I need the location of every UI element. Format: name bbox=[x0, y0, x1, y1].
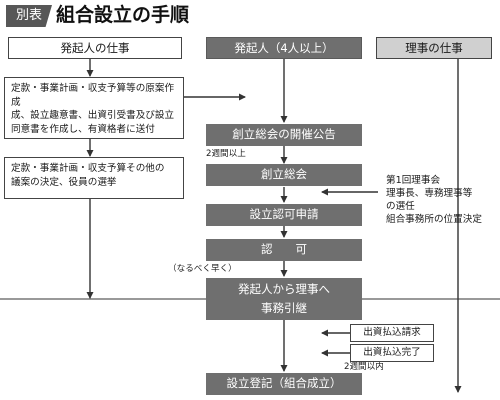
board-note-line-3: の選任 bbox=[386, 201, 415, 212]
box-capital-complete: 出資払込完了 bbox=[350, 344, 434, 362]
step-approval: 認 可 bbox=[206, 239, 362, 261]
board-meeting-note: 第1回理事会 理事長、専務理事等 の選任 組合事務所の位置決定 bbox=[386, 174, 496, 226]
box-capital-request: 出資払込請求 bbox=[350, 324, 434, 342]
left-box-decision-line-2: 議案の決定、役員の選挙 bbox=[11, 176, 117, 188]
step-application: 設立認可申請 bbox=[206, 204, 362, 226]
step-general-meeting: 創立総会 bbox=[206, 164, 362, 186]
header-directors-work: 理事の仕事 bbox=[376, 37, 492, 59]
left-box-drafting: 定款・事業計画・収支予算等の原案作成 成、設立趣意書、出資引受書及び設立 同意書… bbox=[4, 77, 184, 139]
left-box-decision: 定款・事業計画・収支予算その他の 議案の決定、役員の選挙 bbox=[4, 157, 184, 199]
note-two-weeks-before: 2週間以上 bbox=[206, 149, 246, 159]
left-box-drafting-line-3: 同意書を作成し、有資格者に送付 bbox=[11, 123, 155, 135]
step-registration: 設立登記（組合成立） bbox=[206, 373, 362, 395]
header-promoters: 発起人（4人以上） bbox=[206, 37, 362, 59]
left-box-drafting-line-1: 定款・事業計画・収支予算等の原案作成 bbox=[11, 83, 175, 108]
header-promoters-work: 発起人の仕事 bbox=[8, 37, 182, 59]
step-handover-line-1: 発起人から理事へ bbox=[238, 282, 330, 296]
step-announcement: 創立総会の開催公告 bbox=[206, 124, 362, 146]
page-title: 組合設立の手順 bbox=[56, 4, 190, 26]
board-note-line-4: 組合事務所の位置決定 bbox=[386, 214, 482, 225]
step-handover: 発起人から理事へ 事務引継 bbox=[206, 278, 362, 320]
left-box-drafting-line-2: 成、設立趣意書、出資引受書及び設立 bbox=[11, 110, 175, 121]
step-handover-line-2: 事務引継 bbox=[261, 301, 307, 315]
title-tag: 別表 bbox=[6, 5, 52, 27]
note-two-weeks-within: 2週間以内 bbox=[344, 362, 384, 372]
left-box-decision-line-1: 定款・事業計画・収支予算その他の bbox=[11, 163, 165, 174]
board-note-line-1: 第1回理事会 bbox=[386, 175, 441, 186]
note-asap: （なるべく早く） bbox=[168, 264, 237, 274]
board-note-line-2: 理事長、専務理事等 bbox=[386, 188, 473, 199]
